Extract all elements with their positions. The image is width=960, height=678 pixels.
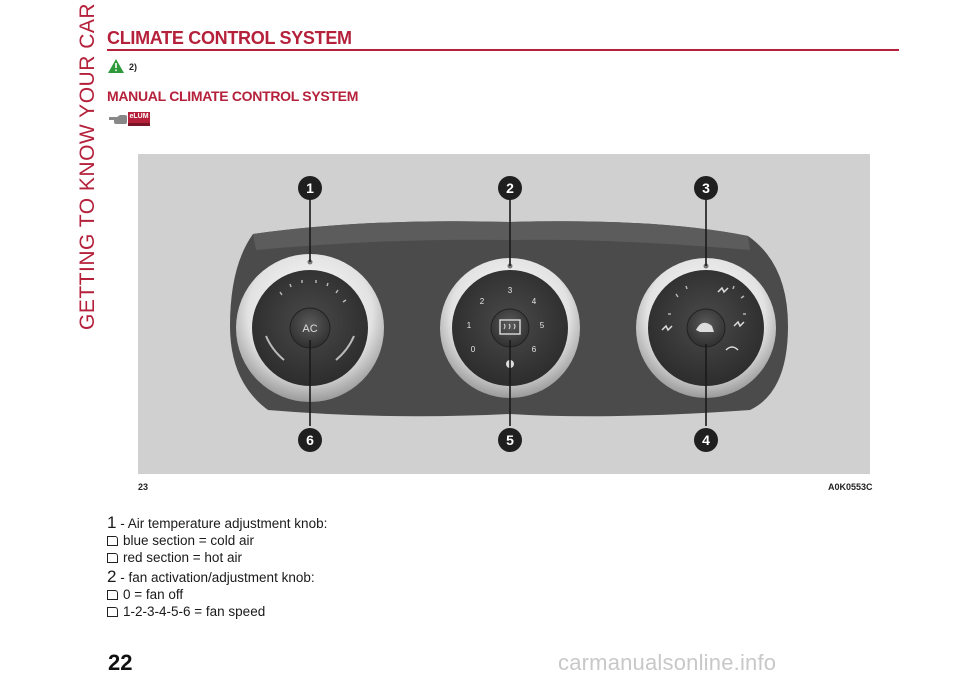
bullet-icon: [107, 607, 118, 617]
callout-2-badge: [498, 176, 522, 200]
legend-bullet: 0 = fan off: [107, 586, 327, 603]
watermark-text: carmanualsonline.info: [558, 650, 777, 675]
callout-4-badge: [694, 428, 718, 452]
fan-knob: 0 1 2 3 4 5 6: [440, 258, 580, 398]
callout-4: 4: [702, 432, 710, 448]
legend-bullet: blue section = cold air: [107, 532, 327, 549]
windscreen-defrost-icon: [725, 346, 739, 351]
callout-lines: [309, 199, 707, 426]
warning-reference: 2): [129, 62, 138, 72]
side-tab-label: GETTING TO KNOW YOUR CAR: [76, 2, 99, 330]
callout-5: 5: [506, 432, 514, 448]
legend-text: - fan activation/adjustment knob:: [120, 570, 315, 585]
pointing-hand-icon: [109, 115, 127, 124]
ac-button-label: AC: [302, 323, 317, 335]
callout-5-badge: [498, 428, 522, 452]
legend-item-2: 2 - fan activation/adjustment knob:: [107, 566, 327, 586]
fan-mark-1: 1: [467, 321, 472, 330]
bullet-icon: [107, 536, 118, 546]
fan-mark-5: 5: [540, 321, 545, 330]
air-distribution-knob: [636, 258, 776, 398]
figure-number: 23: [138, 482, 149, 492]
callout-3-badge: [694, 176, 718, 200]
callout-1-badge: [298, 176, 322, 200]
fan-mark-2: 2: [480, 297, 485, 306]
legend-text: - Air temperature adjustment knob:: [120, 516, 328, 531]
callout-6: 6: [306, 432, 314, 448]
callout-2: 2: [506, 180, 514, 196]
callout-6-badge: [298, 428, 322, 452]
bullet-text: 1-2-3-4-5-6 = fan speed: [123, 604, 266, 619]
fan-mark-3: 3: [508, 286, 513, 295]
page-number: 22: [108, 650, 133, 675]
legend-bullet: red section = hot air: [107, 549, 327, 566]
section-subtitle: MANUAL CLIMATE CONTROL SYSTEM: [107, 88, 359, 104]
page-title: CLIMATE CONTROL SYSTEM: [107, 28, 352, 48]
bullet-icon: [107, 553, 118, 563]
bullet-text: 0 = fan off: [123, 587, 184, 602]
legend-number: 1: [107, 513, 117, 532]
figure-code: A0K0553C: [828, 482, 873, 492]
warning-icon: [108, 59, 124, 73]
bullet-icon: [107, 590, 118, 600]
climate-panel-illustration: AC 0 1 2 3 4 5: [230, 176, 788, 452]
bullet-text: red section = hot air: [123, 550, 242, 565]
callout-3: 3: [702, 180, 710, 196]
section-side-tab: GETTING TO KNOW YOUR CAR: [52, 3, 99, 330]
fan-mark-4: 4: [532, 297, 537, 306]
legend-list: 1 - Air temperature adjustment knob: blu…: [107, 512, 327, 620]
title-divider: [107, 49, 899, 51]
legend-item-1: 1 - Air temperature adjustment knob:: [107, 512, 327, 532]
fan-mark-0: 0: [471, 345, 476, 354]
fan-mark-6: 6: [532, 345, 537, 354]
reference-badge: eLUM: [128, 112, 150, 126]
bullet-text: blue section = cold air: [123, 533, 254, 548]
callout-1: 1: [306, 180, 314, 196]
legend-bullet: 1-2-3-4-5-6 = fan speed: [107, 603, 327, 620]
climate-panel-figure: AC 0 1 2 3 4 5: [138, 154, 870, 474]
legend-number: 2: [107, 567, 117, 586]
temperature-knob: AC: [236, 254, 384, 402]
